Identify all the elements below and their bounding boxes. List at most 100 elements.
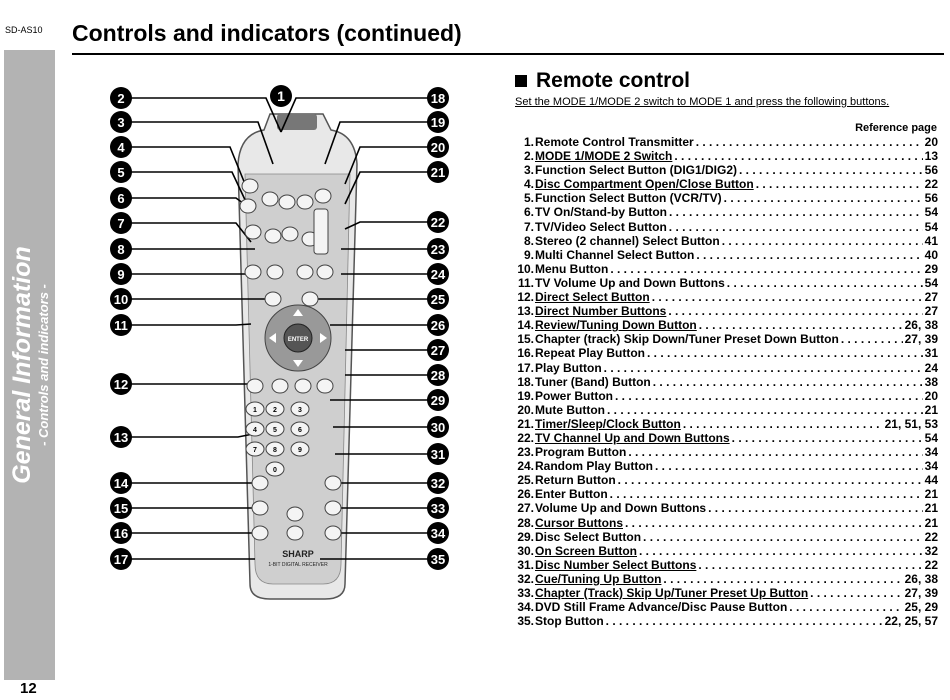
page-title: Controls and indicators (continued) [72, 20, 462, 46]
callout-left: 13 [110, 426, 132, 448]
item-number: 27. [517, 501, 534, 516]
callout-right: 22 [427, 211, 449, 233]
list-item: 25.Return Button44 [514, 473, 938, 487]
item-text: TV On/Stand-by Button [535, 205, 667, 220]
callout-number: 13 [114, 430, 128, 445]
list-item: 35.Stop Button22, 25, 57 [514, 614, 938, 628]
leader-dots [618, 473, 923, 487]
item-page: 21 [924, 487, 938, 502]
callout-top-label: 1 [277, 88, 285, 104]
item-page: 54 [924, 430, 938, 445]
list-item: 28.Cursor Buttons21 [514, 516, 938, 530]
item-text: DVD Still Frame Advance/Disc Pause Butto… [535, 600, 788, 615]
leader-dots [708, 501, 923, 515]
item-text: Stop Button [535, 614, 604, 629]
item-page: 26, 38 [904, 571, 938, 586]
list-item: 20.Mute Button21 [514, 403, 938, 417]
number-key-label: 0 [273, 467, 277, 474]
item-number: 34. [517, 600, 534, 615]
remote-button [286, 525, 304, 541]
item-text: Program Button [535, 445, 627, 460]
item-number: 25. [517, 473, 534, 488]
callout-number: 25 [431, 292, 445, 307]
callout-number: 8 [117, 242, 124, 257]
list-item: 16.Repeat Play Button31 [514, 346, 938, 360]
item-page: 13 [924, 149, 938, 164]
list-item: 13.Direct Number Buttons27 [514, 304, 938, 318]
callout-left: 5 [110, 161, 132, 183]
item-text: Function Select Button (DIG1/DIG2) [535, 163, 738, 178]
leader-dots [652, 290, 923, 304]
callout-right: 18 [427, 87, 449, 109]
model-label: 1-BIT DIGITAL RECEIVER [268, 562, 328, 568]
item-text: TV/Video Select Button [535, 219, 667, 234]
list-item: 4.Disc Compartment Open/Close Button22 [514, 177, 938, 191]
remote-button [316, 378, 334, 394]
item-number: 12. [517, 290, 534, 305]
leader-dots [607, 403, 923, 417]
item-text: Play Button [535, 360, 602, 375]
leader-dots [683, 417, 883, 431]
leader-dots [610, 487, 923, 501]
item-page: 54 [924, 275, 938, 290]
number-key-label: 1 [253, 407, 257, 414]
remote-button [324, 525, 342, 541]
item-text: Cue/Tuning Up Button [535, 571, 662, 586]
leader-dots [696, 248, 922, 262]
item-text: TV Channel Up and Down Buttons [535, 430, 730, 445]
item-page: 27 [924, 304, 938, 319]
item-text: Stereo (2 channel) Select Button [535, 233, 720, 248]
list-item: 30.On Screen Button 32 [514, 544, 938, 558]
number-key [265, 441, 285, 457]
item-text: Power Button [535, 388, 613, 403]
item-text: Return Button [535, 473, 616, 488]
leader-dots [604, 361, 923, 375]
item-number: 30. [517, 543, 534, 558]
item-page: 40 [924, 247, 938, 262]
callout-left: 3 [110, 111, 132, 133]
item-number: 33. [517, 586, 534, 600]
list-item: 2.MODE 1/MODE 2 Switch13 [514, 149, 938, 163]
number-key-label: 6 [298, 427, 302, 434]
item-number: 24. [517, 459, 534, 474]
callout-right: 31 [427, 443, 449, 465]
item-number: 2. [523, 149, 534, 164]
callout-top: 1 [270, 85, 292, 107]
callout-right: 20 [427, 136, 449, 158]
item-number: 32. [517, 571, 534, 586]
number-key-label: 2 [273, 407, 277, 414]
leader-dots [739, 163, 923, 177]
item-text: On Screen Button [535, 543, 638, 558]
leader-dots [696, 135, 923, 149]
callout-right: 27 [427, 339, 449, 361]
callout-number: 11 [114, 318, 128, 333]
title-rule [72, 53, 944, 55]
callout-right: 32 [427, 472, 449, 494]
list-item: 6.TV On/Stand-by Button54 [514, 205, 938, 219]
callout-right: 23 [427, 238, 449, 260]
item-text: Chapter (Track) Skip Up/Tuner Preset Up … [535, 586, 809, 600]
callout-number: 32 [431, 476, 445, 491]
callout-number: 10 [114, 292, 128, 307]
list-item: 3.Function Select Button (DIG1/DIG2)56 [514, 163, 938, 177]
enter-button-label: ENTER [288, 337, 309, 343]
item-number: 22. [517, 430, 534, 445]
item-page: 56 [924, 163, 938, 178]
list-item: 1.Remote Control Transmitter20 [514, 135, 938, 149]
leader-dots [615, 389, 923, 403]
item-page: 31 [924, 346, 938, 361]
list-item: 31.Disc Number Select Buttons22 [514, 558, 938, 572]
remote-button [301, 291, 319, 307]
remote-control-heading-text: Remote control [536, 69, 691, 92]
item-page: 21 [924, 515, 938, 530]
item-number: 14. [517, 318, 534, 333]
leader-dots [699, 318, 903, 332]
item-number: 5. [523, 191, 534, 206]
remote-button [239, 198, 257, 214]
item-page: 32 [924, 543, 938, 558]
item-number: 28. [517, 515, 534, 530]
item-number: 23. [517, 445, 534, 460]
callout-left: 7 [110, 212, 132, 234]
list-item: 19.Power Button20 [514, 389, 938, 403]
item-page: 41 [924, 233, 938, 248]
